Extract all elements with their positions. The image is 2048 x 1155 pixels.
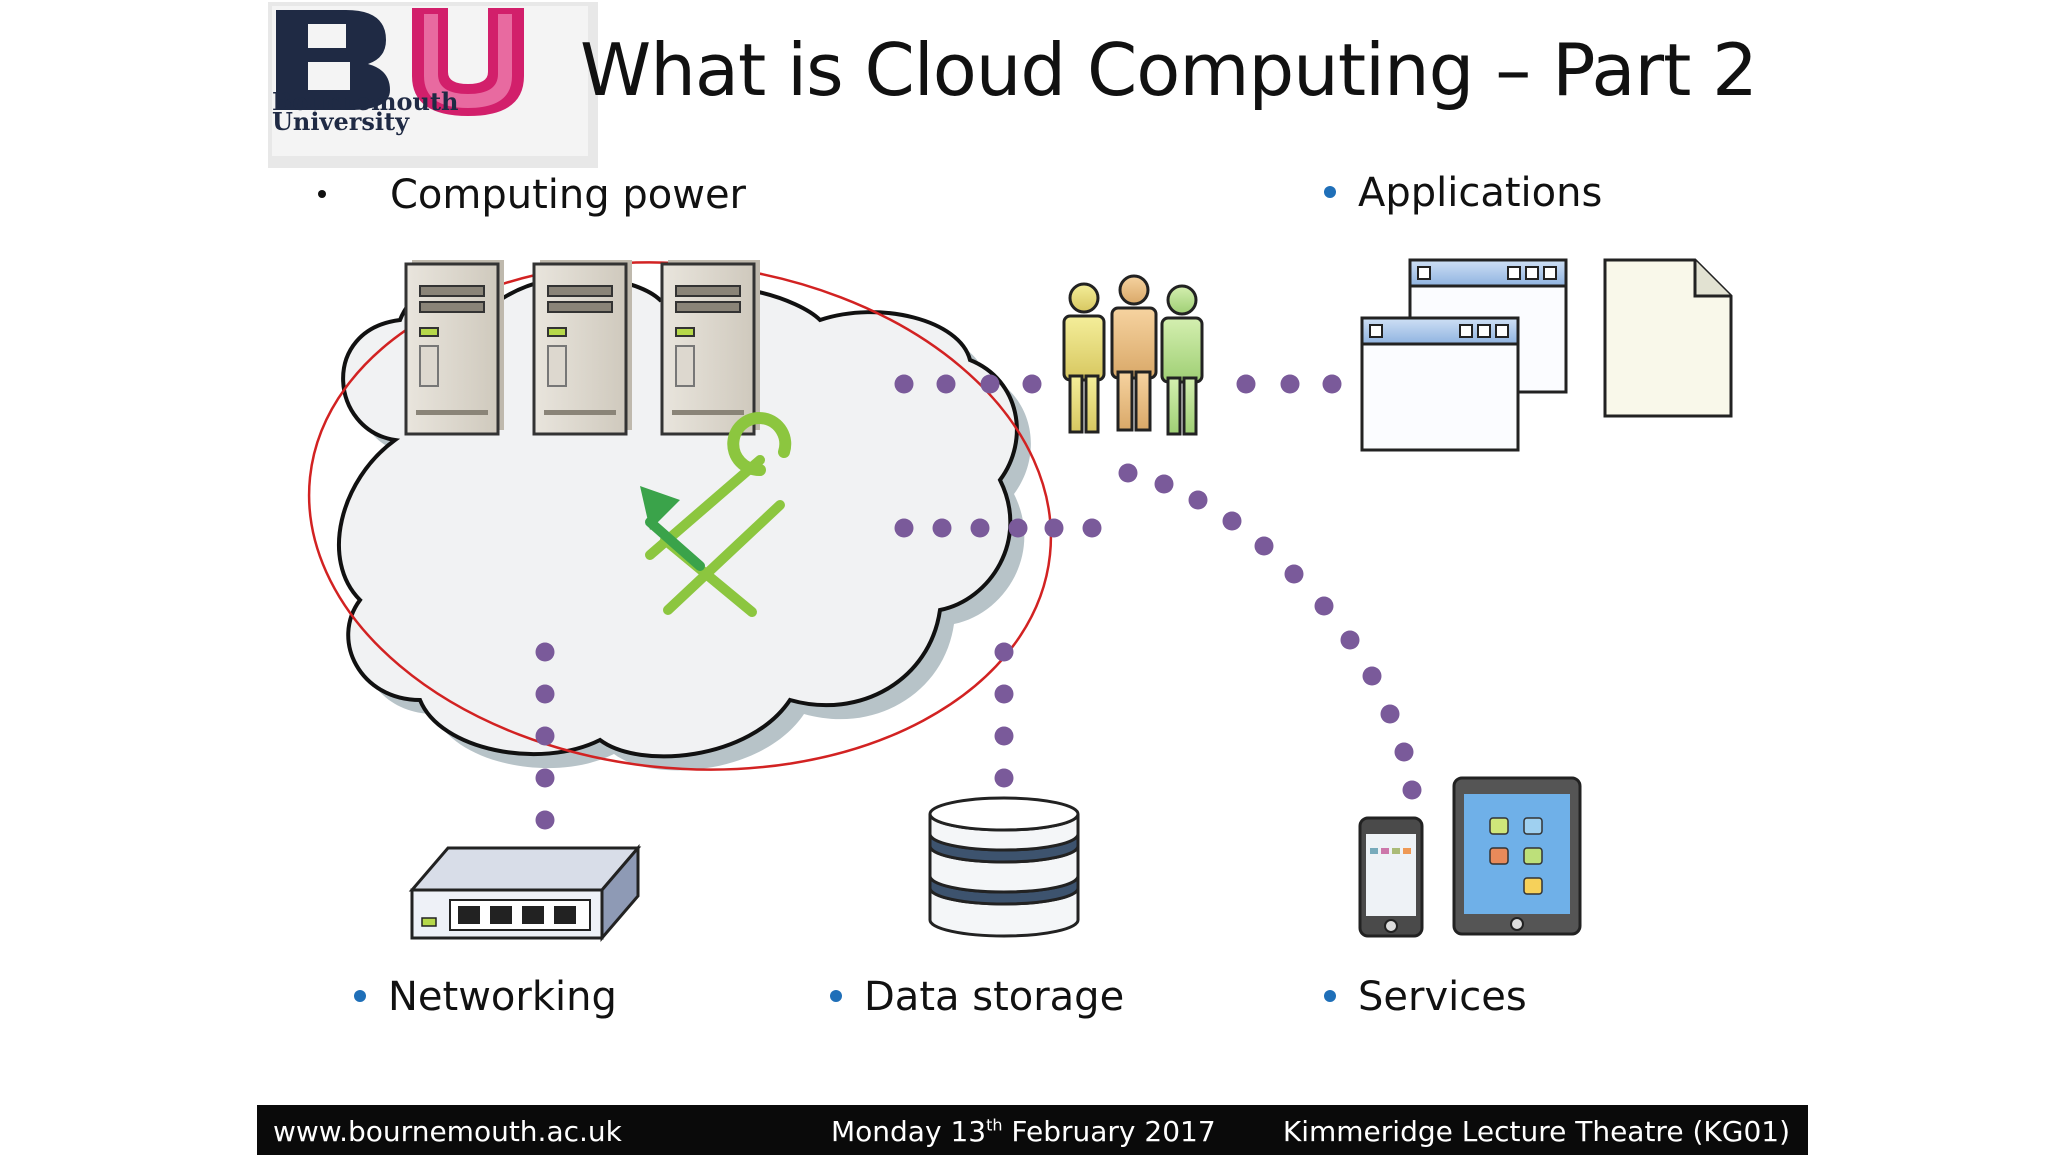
connector-dot bbox=[994, 726, 1014, 746]
people-icon bbox=[1062, 274, 1204, 436]
label-services: Services bbox=[1324, 974, 1527, 1020]
networking-text: Networking bbox=[388, 974, 617, 1020]
logo-graphic: Bournemouth University bbox=[268, 2, 598, 168]
connector-dot bbox=[1082, 518, 1102, 538]
footer-bar: www.bournemouth.ac.uk Monday 13th Februa… bbox=[257, 1105, 1808, 1155]
document-icon bbox=[1603, 258, 1733, 418]
tablet-icon bbox=[1452, 776, 1582, 936]
connector-dot bbox=[1284, 564, 1304, 584]
connector-dot bbox=[535, 642, 555, 662]
bullet bbox=[830, 990, 842, 1002]
connector-dot bbox=[994, 768, 1014, 788]
connector-dot bbox=[535, 768, 555, 788]
connector-dot bbox=[1340, 630, 1360, 650]
label-networking: Networking bbox=[354, 974, 617, 1020]
connector-dot bbox=[994, 642, 1014, 662]
connector-dot bbox=[1022, 374, 1042, 394]
connector-dot bbox=[1254, 536, 1274, 556]
phone-icon bbox=[1358, 816, 1424, 938]
footer-date: Monday 13th February 2017 bbox=[831, 1115, 1216, 1148]
connector-dot bbox=[535, 684, 555, 704]
bullet bbox=[1324, 186, 1336, 198]
logo-line2: University bbox=[272, 107, 410, 136]
label-applications: Applications bbox=[1324, 170, 1602, 216]
connector-dot bbox=[1280, 374, 1300, 394]
connector-dot bbox=[1118, 463, 1138, 483]
connector-dot bbox=[1362, 666, 1382, 686]
connector-dot bbox=[894, 518, 914, 538]
server-icon bbox=[404, 260, 504, 436]
connector-dots bbox=[535, 374, 1422, 830]
footer-date-prefix: Monday 13 bbox=[831, 1115, 987, 1148]
bullet bbox=[318, 190, 326, 198]
connector-dot bbox=[1188, 490, 1208, 510]
bullet bbox=[1324, 990, 1336, 1002]
connector-dot bbox=[980, 374, 1000, 394]
connector-dot bbox=[1402, 780, 1422, 800]
connector-dot bbox=[1044, 518, 1064, 538]
footer-location: Kimmeridge Lecture Theatre (KG01) bbox=[1282, 1115, 1790, 1148]
bullet bbox=[354, 990, 366, 1002]
connector-dot bbox=[1322, 374, 1342, 394]
connector-dot bbox=[1314, 596, 1334, 616]
database-icon bbox=[928, 796, 1080, 938]
connector-dot bbox=[1222, 511, 1242, 531]
connector-dot bbox=[970, 518, 990, 538]
server-icon bbox=[532, 260, 632, 436]
logo-line1: Bournemouth bbox=[272, 87, 459, 116]
connector-dot bbox=[535, 810, 555, 830]
window-icon bbox=[1360, 316, 1520, 452]
connector-dot bbox=[1154, 474, 1174, 494]
label-computing-power: Computing power bbox=[318, 172, 746, 218]
connector-dot bbox=[1236, 374, 1256, 394]
label-data-storage: Data storage bbox=[830, 974, 1124, 1020]
bournemouth-university-logo: Bournemouth University bbox=[262, 0, 604, 172]
data-storage-text: Data storage bbox=[864, 974, 1125, 1020]
applications-text: Applications bbox=[1358, 170, 1603, 216]
connector-dot bbox=[1394, 742, 1414, 762]
services-text: Services bbox=[1358, 974, 1527, 1020]
tools-icon bbox=[640, 412, 792, 617]
footer-date-suffix: February 2017 bbox=[1002, 1115, 1216, 1148]
connector-dot bbox=[1008, 518, 1028, 538]
cloud-icon bbox=[337, 274, 1031, 771]
connector-dot bbox=[932, 518, 952, 538]
computing-power-text: Computing power bbox=[390, 172, 746, 218]
connector-dot bbox=[994, 684, 1014, 704]
slide-title: What is Cloud Computing – Part 2 bbox=[580, 28, 1758, 112]
connector-dot bbox=[936, 374, 956, 394]
connector-dot bbox=[535, 726, 555, 746]
network-switch-icon bbox=[408, 843, 642, 943]
connector-dot bbox=[894, 374, 914, 394]
server-icon bbox=[660, 260, 760, 436]
footer-url: www.bournemouth.ac.uk bbox=[273, 1115, 622, 1148]
connector-dot bbox=[1380, 704, 1400, 724]
footer-date-sup: th bbox=[986, 1115, 1003, 1135]
